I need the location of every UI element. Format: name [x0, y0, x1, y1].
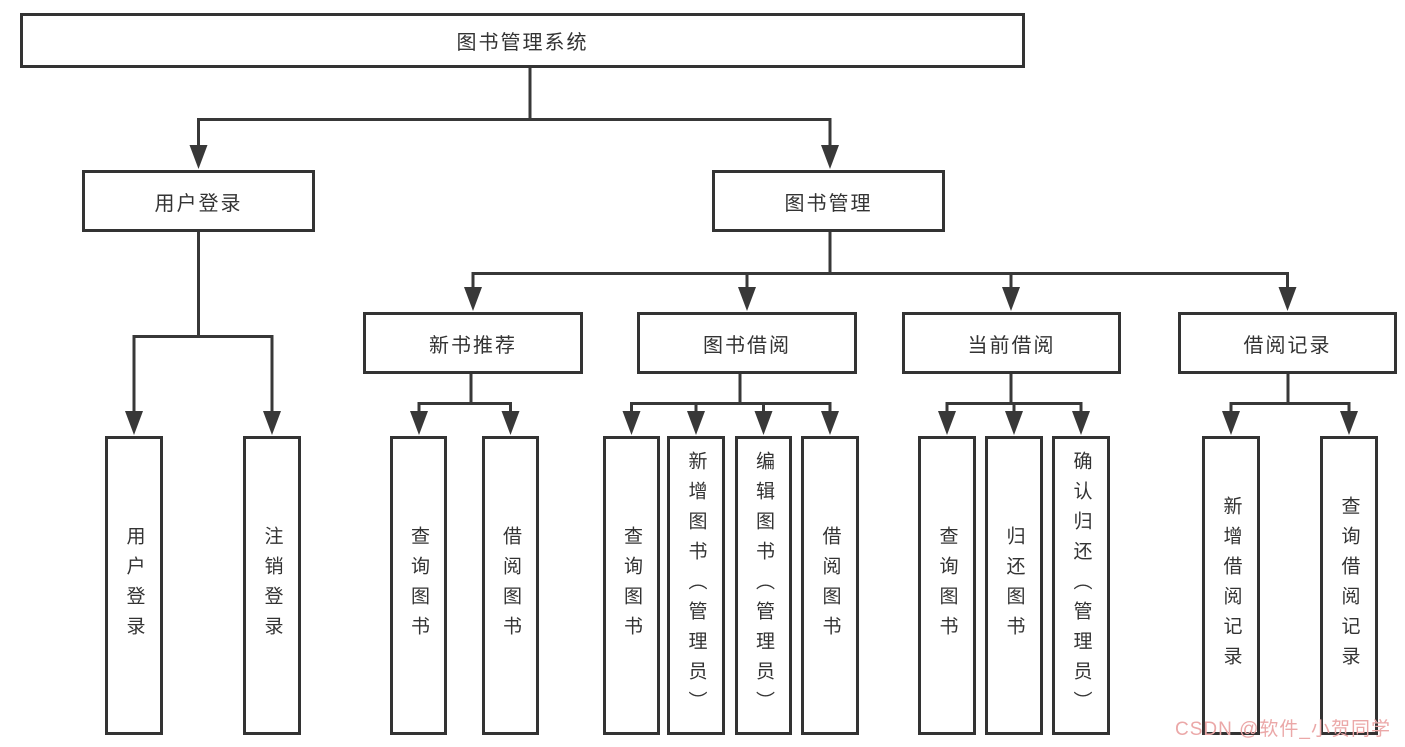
leaf-query-books-borrowing: 查询图书 [603, 436, 660, 735]
leaf-edit-books-admin: 编辑图书（管理员） [735, 436, 792, 735]
leaf-query-borrow-record: 查询借阅记录 [1320, 436, 1378, 735]
leaf-query-books-current-label: 查询图书 [936, 525, 958, 646]
leaf-borrow-books-borrowing: 借阅图书 [801, 436, 859, 735]
leaf-user-login: 用户登录 [105, 436, 163, 735]
leaf-confirm-return-admin-label: 确认归还（管理员） [1070, 450, 1092, 721]
node-user-login-label: 用户登录 [154, 192, 243, 215]
node-current-borrowing-label: 当前借阅 [967, 334, 1056, 357]
node-borrowing-records-label: 借阅记录 [1243, 334, 1332, 357]
leaf-add-borrow-record: 新增借阅记录 [1202, 436, 1260, 735]
leaf-logout: 注销登录 [243, 436, 301, 735]
leaf-user-login-label: 用户登录 [123, 525, 145, 646]
leaf-edit-books-admin-label: 编辑图书（管理员） [753, 450, 774, 721]
leaf-borrow-books-recommend: 借阅图书 [482, 436, 539, 735]
node-borrowing-records: 借阅记录 [1178, 312, 1397, 374]
leaf-query-borrow-record-label: 查询借阅记录 [1338, 495, 1360, 676]
node-book-management: 图书管理 [712, 170, 945, 232]
tree-edges [132, 68, 1351, 416]
leaf-add-books-admin-label: 新增图书（管理员） [685, 450, 707, 721]
arrowhead-down-icons [125, 145, 1358, 435]
leaf-logout-label: 注销登录 [261, 525, 283, 646]
leaf-borrow-books-recommend-label: 借阅图书 [500, 525, 521, 646]
leaf-return-books-label: 归还图书 [1003, 525, 1025, 646]
node-root: 图书管理系统 [20, 13, 1025, 68]
leaf-add-borrow-record-label: 新增借阅记录 [1220, 495, 1242, 676]
node-book-borrowing: 图书借阅 [637, 312, 857, 374]
node-user-login: 用户登录 [82, 170, 315, 232]
watermark: CSDN @软件_小贺同学 [1175, 719, 1391, 740]
leaf-query-books-recommend: 查询图书 [390, 436, 447, 735]
leaf-query-books-recommend-label: 查询图书 [408, 525, 429, 646]
node-book-borrowing-label: 图书借阅 [703, 334, 791, 357]
node-current-borrowing: 当前借阅 [902, 312, 1121, 374]
node-new-book-recommend: 新书推荐 [363, 312, 583, 374]
node-root-label: 图书管理系统 [456, 32, 589, 54]
leaf-confirm-return-admin: 确认归还（管理员） [1052, 436, 1110, 735]
leaf-query-books-borrowing-label: 查询图书 [621, 525, 642, 646]
leaf-add-books-admin: 新增图书（管理员） [667, 436, 725, 735]
leaf-query-books-current: 查询图书 [918, 436, 976, 735]
leaf-borrow-books-borrowing-label: 借阅图书 [819, 525, 841, 646]
node-book-management-label: 图书管理 [784, 192, 873, 215]
node-new-book-recommend-label: 新书推荐 [429, 334, 517, 357]
leaf-return-books: 归还图书 [985, 436, 1043, 735]
